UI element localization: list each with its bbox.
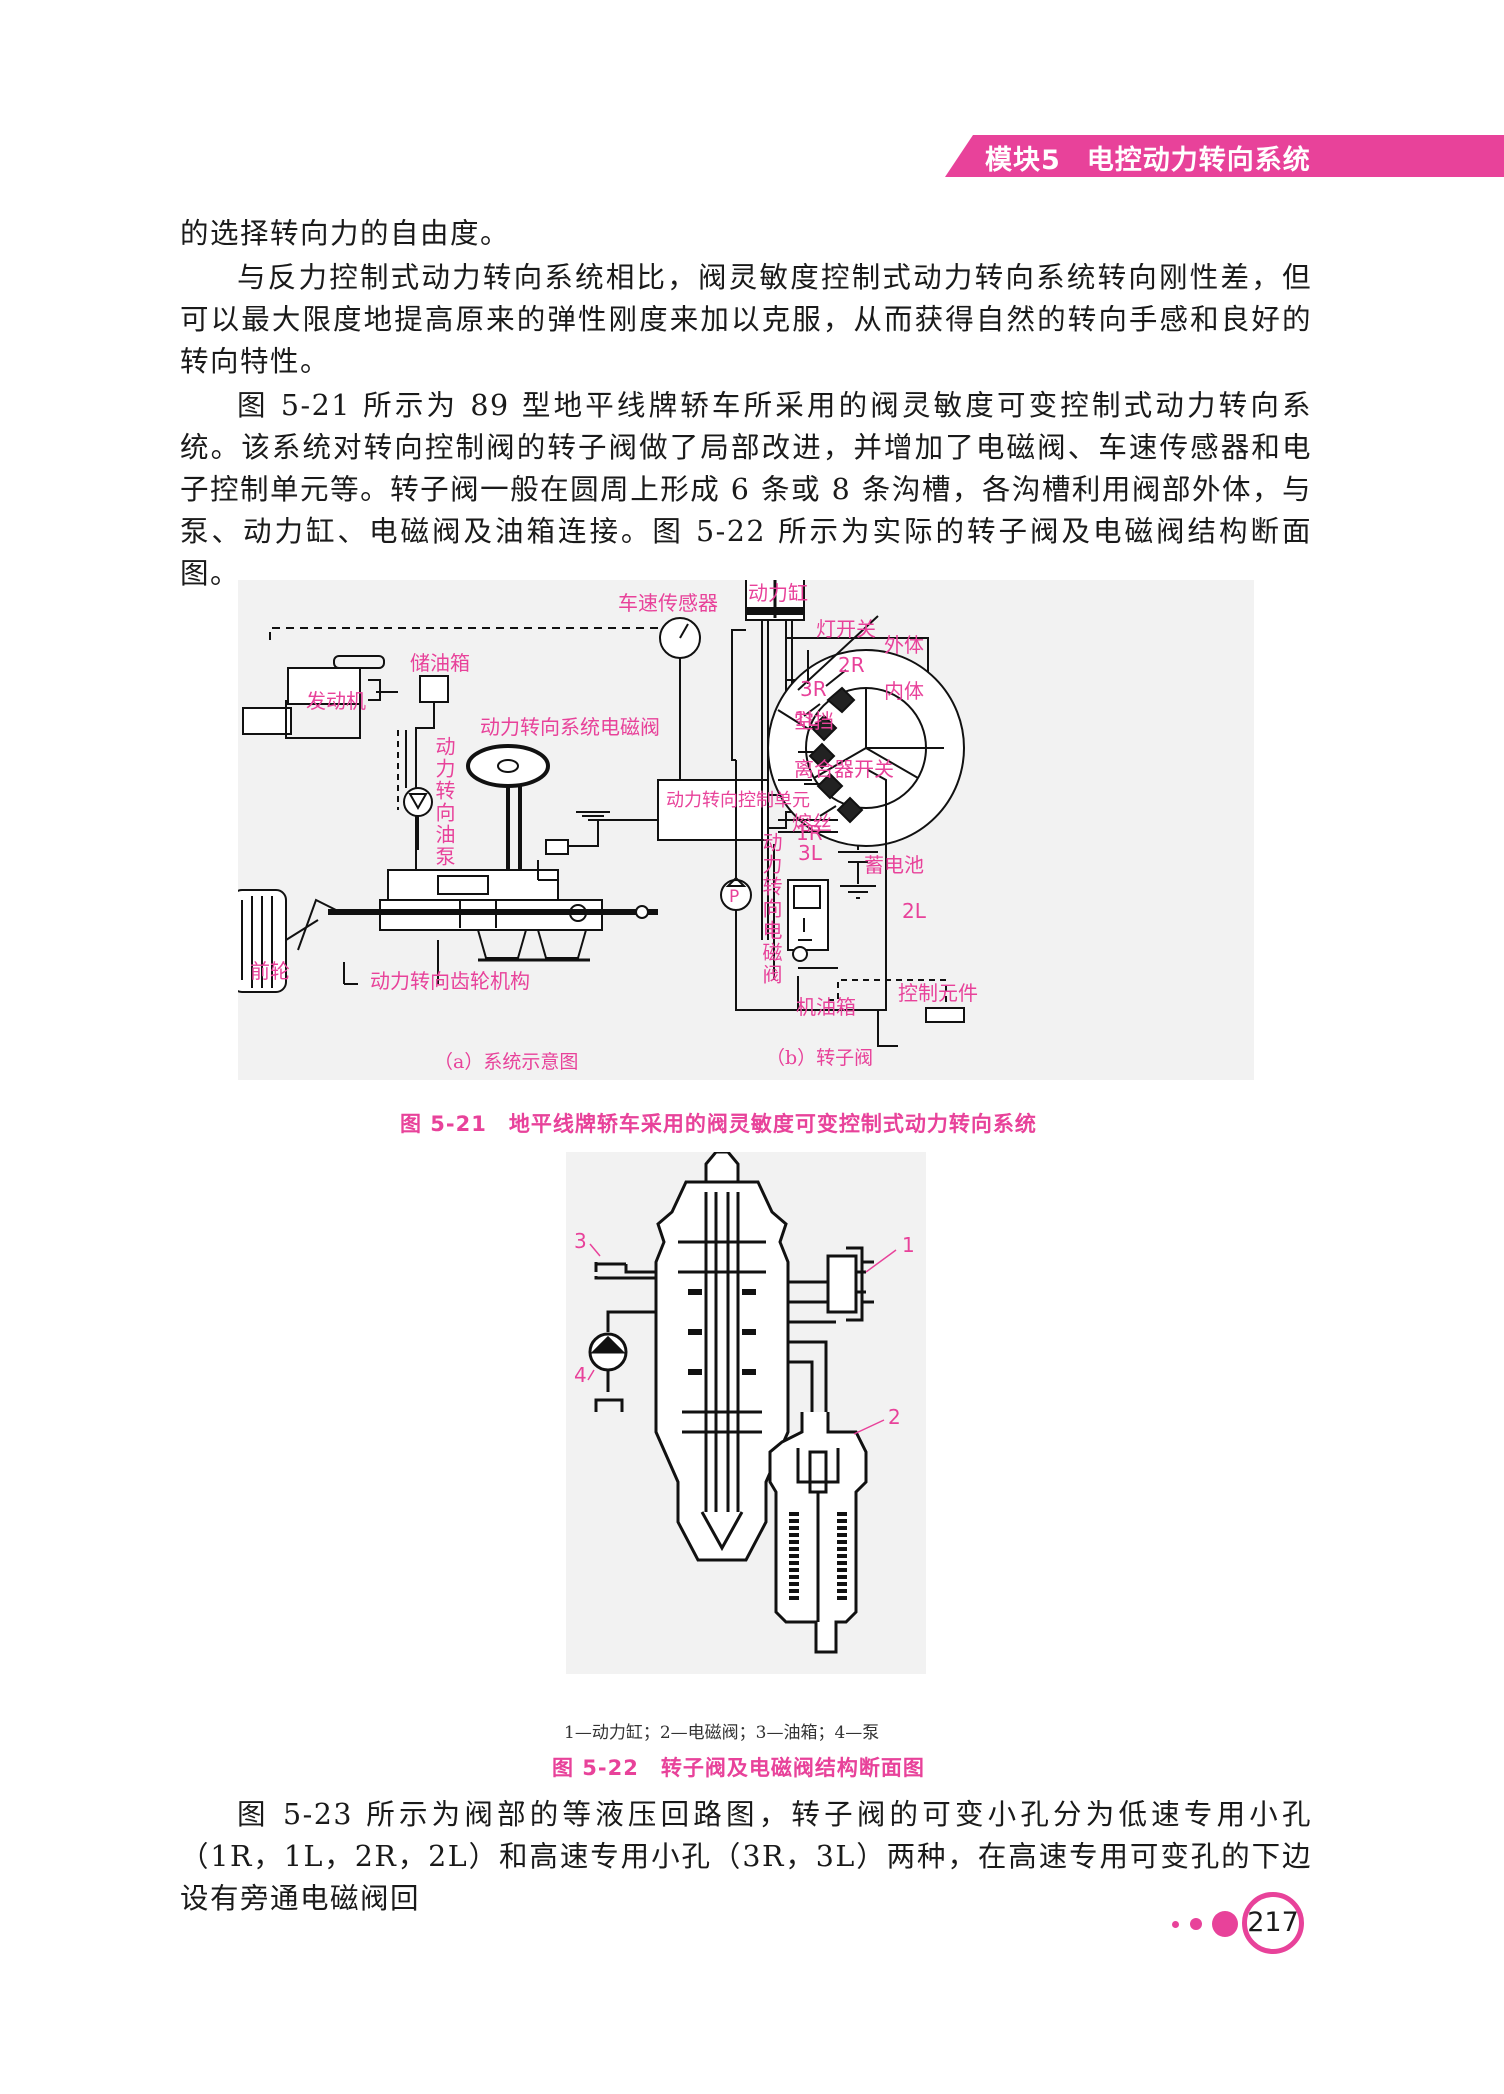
body-text-bottom: 图 5-23 所示为阀部的等液压回路图，转子阀的可变小孔分为低速专用小孔（1R，… [180,1794,1312,1922]
page-number: 217 [1242,1892,1304,1954]
label-clutch-switch: 离合器开关 [794,757,894,781]
label-oil-box: 机油箱 [796,995,856,1019]
label-gear: 动力转向齿轮机构 [370,969,530,993]
label-pump: 动力转向油泵 [432,736,456,868]
label-ps-solenoid: 动力转向系统电磁阀 [480,715,660,739]
label-3r: 3R [800,677,827,701]
header-title: 模块5 电控动力转向系统 [985,138,1337,177]
label-2r: 2R [838,653,865,677]
label-oil-tank: 储油箱 [410,651,470,675]
subcaption-a: （a）系统示意图 [434,1051,578,1073]
label-neutral: 空挡 [794,709,834,733]
caption-fig-5-21: 图 5-21 地平线牌轿车采用的阀灵敏度可变控制式动力转向系统 [400,1112,1037,1136]
paragraph-4: 图 5-23 所示为阀部的等液压回路图，转子阀的可变小孔分为低速专用小孔（1R，… [180,1798,1312,1915]
label-1r: 1R [796,821,823,845]
header-chapter: 电控动力转向系统 [1086,145,1311,176]
callout-4: 4 [574,1363,587,1387]
subcaption-b: （b）转子阀 [766,1047,873,1069]
label-p: P [729,887,739,907]
label-ecu: 动力转向控制单元 [666,790,810,811]
header-band [945,135,1504,177]
label-outer: 外体 [884,633,924,657]
body-text-top: 的选择转向力的自由度。 与反力控制式动力转向系统相比，阀灵敏度控制式动力转向系统… [180,213,1312,597]
dot-large [1212,1911,1238,1937]
label-ps-valve: 动力转向电磁阀 [759,832,783,986]
dot-medium [1190,1918,1202,1930]
label-inner: 内体 [884,679,924,703]
paragraph-1: 的选择转向力的自由度。 [180,217,511,250]
label-fuse: 熔丝 [792,811,832,835]
caption-fig-5-22: 图 5-22 转子阀及电磁阀结构断面图 [552,1756,925,1780]
callout-2: 2 [888,1405,901,1429]
label-cylinder: 动力缸 [748,581,808,605]
header-module: 模块5 [985,145,1061,176]
label-1l: 1L [794,707,819,731]
callout-3: 3 [574,1229,587,1253]
paragraph-2: 与反力控制式动力转向系统相比，阀灵敏度控制式动力转向系统转向刚性差，但可以最大限… [180,261,1312,378]
label-control: 控制元件 [898,981,978,1005]
label-engine: 发动机 [306,689,366,713]
paragraph-3: 图 5-21 所示为 89 型地平线牌轿车所采用的阀灵敏度可变控制式动力转向系统… [180,389,1312,590]
dot-small [1172,1921,1179,1928]
figure-5-21: 车速传感器 灯开关 储油箱 发动机 动力转向系统电磁阀 动力转向油泵 空挡 离合… [238,580,1254,1080]
label-front-wheel: 前轮 [250,959,290,983]
legend-fig-5-22: 1—动力缸；2—电磁阀；3—油箱；4—泵 [564,1723,880,1743]
label-3l: 3L [798,841,823,865]
label-light-switch: 灯开关 [816,617,876,641]
callout-1: 1 [902,1233,915,1257]
label-battery: 蓄电池 [864,853,924,877]
figure-5-22: 1 2 3 4 [566,1152,926,1674]
label-speed-sensor: 车速传感器 [618,591,718,615]
label-2l: 2L [902,899,927,923]
